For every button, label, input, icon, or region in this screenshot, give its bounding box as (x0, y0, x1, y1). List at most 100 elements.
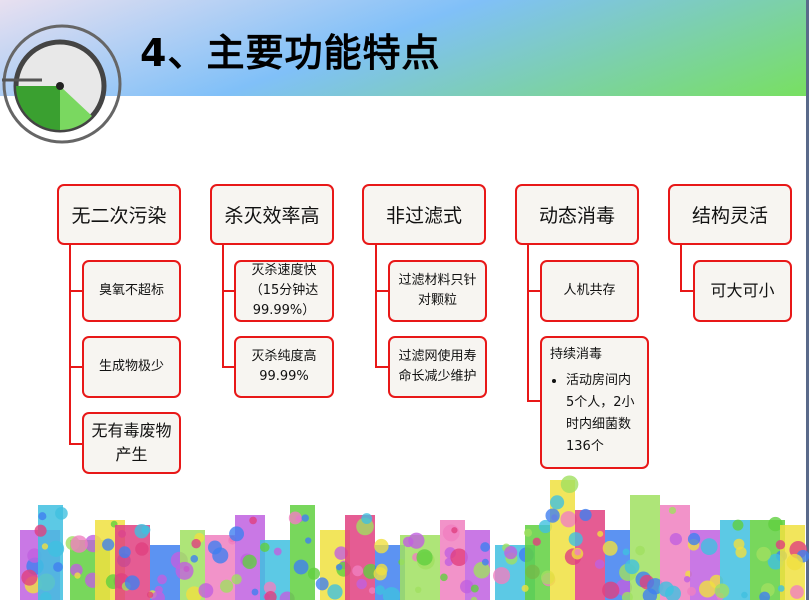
building-dot (777, 585, 785, 592)
building-dot (191, 538, 201, 549)
building-dot (231, 574, 242, 585)
building-dot (440, 573, 448, 582)
building-dot (251, 588, 259, 596)
building-dot (790, 585, 804, 599)
building-dot (186, 586, 203, 600)
detail-box: 持续消毒 活动房间内5个人，2小时内细菌数136个 (540, 336, 649, 469)
building-dot (450, 548, 468, 567)
building-dot (157, 574, 167, 585)
feature-flexible-structure: 结构灵活 (668, 184, 792, 245)
building-dot (335, 563, 343, 571)
building-dot (38, 512, 47, 521)
spiral-staircase-logo (2, 24, 122, 144)
connector (680, 290, 693, 292)
building-dot (414, 586, 422, 594)
building-dot (207, 540, 222, 555)
detail-bullet: 活动房间内5个人，2小时内细菌数136个 (566, 370, 639, 458)
building-dot (264, 591, 277, 600)
building-dot (524, 528, 533, 537)
connector (375, 290, 388, 292)
building-dot (687, 532, 701, 546)
building-dot (305, 537, 312, 544)
building-dot (602, 540, 618, 556)
feature-no-secondary-pollution: 无二次污染 (57, 184, 181, 245)
connector (527, 290, 540, 292)
building-dot (273, 547, 282, 556)
building-dot (334, 546, 348, 560)
page-title: 4、主要功能特点 (140, 31, 441, 75)
building-dot (775, 540, 786, 550)
building-dot (55, 507, 68, 520)
building-dot (288, 511, 302, 525)
building-dot (700, 538, 718, 556)
building-dot (34, 524, 47, 537)
building-dot (568, 532, 583, 547)
building-dot (504, 546, 518, 560)
building-dot (594, 559, 605, 569)
connector (680, 245, 682, 292)
building-dot (767, 553, 784, 570)
building-dot (741, 591, 748, 599)
building-dot (293, 559, 309, 575)
building-dot (759, 591, 771, 600)
building-dot (451, 527, 458, 534)
building-dot (356, 578, 367, 590)
feature-dynamic-disinfection: 动态消毒 (515, 184, 639, 245)
building-dot (118, 546, 131, 559)
building-dot (481, 558, 489, 566)
building-dot (602, 581, 620, 599)
building-dot (615, 579, 633, 596)
building-dot (786, 553, 803, 571)
building-dot (560, 475, 579, 494)
building-dot (21, 569, 38, 586)
connector (527, 245, 529, 401)
building-dot (550, 495, 565, 510)
building-dot (416, 549, 433, 566)
building-dot (521, 584, 529, 592)
sub-item: 无有毒废物产生 (82, 412, 181, 474)
building-dot (146, 591, 154, 598)
connector (222, 366, 234, 368)
sub-item: 人机共存 (540, 260, 639, 322)
building-dot (260, 542, 270, 553)
building-dot (135, 542, 149, 556)
building-dot (124, 575, 140, 591)
building-dot (756, 546, 771, 562)
building-dot (151, 591, 165, 600)
header-banner (0, 0, 809, 96)
building-dot (658, 581, 674, 597)
building-dot (683, 575, 691, 583)
building-dot (373, 567, 387, 581)
building-dot (597, 530, 604, 537)
building-dot (473, 561, 491, 579)
building-dot (735, 546, 747, 558)
building-dot (352, 565, 364, 577)
connector (69, 366, 82, 368)
building-dot (579, 508, 592, 522)
building-dot (242, 554, 257, 570)
building-dot (768, 516, 783, 532)
sub-item: 过滤网使用寿命长减少维护 (388, 336, 487, 398)
building (525, 525, 550, 600)
building-dot (668, 506, 677, 515)
sub-item: 臭氧不超标 (82, 260, 181, 322)
building-dot (41, 543, 49, 550)
building-dot (574, 548, 581, 556)
building-dot (732, 519, 744, 531)
connector (375, 366, 388, 368)
building-dot (382, 587, 401, 600)
building-dot (470, 596, 478, 600)
building-dot (315, 577, 329, 591)
connector (69, 245, 71, 445)
building-dot (74, 572, 81, 579)
building-dot (219, 579, 234, 593)
feature-non-filter: 非过滤式 (362, 184, 486, 245)
sub-item: 生成物极少 (82, 336, 181, 398)
sub-item: 灭杀纯度高99.99% (234, 336, 334, 398)
building-dot (70, 535, 88, 553)
building-dot (624, 559, 640, 575)
connector (222, 245, 224, 367)
sub-item: 可大可小 (693, 260, 792, 322)
connector (222, 290, 234, 292)
building-dot (374, 538, 389, 554)
